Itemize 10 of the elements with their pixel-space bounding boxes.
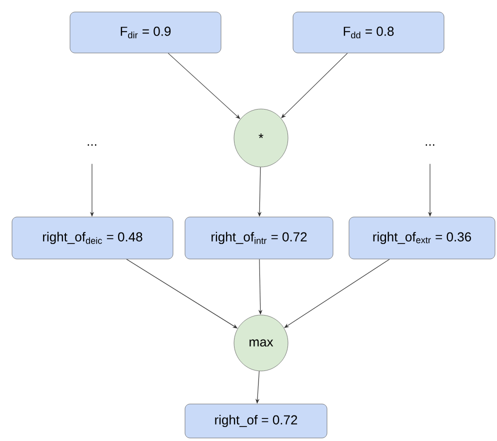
value-box: right_of$_{deic}$ = 0.48 — [12, 216, 174, 260]
arrow — [281, 52, 348, 118]
arrow — [284, 258, 390, 328]
value-box: right_of = 0.72 — [184, 404, 328, 438]
ellipsis-text: ... — [88, 144, 96, 146]
ellipsis-text: ... — [426, 144, 434, 146]
value-box: F$_{dir}$ = 0.9 — [70, 12, 222, 54]
value-box: right_of$_{intr}$ = 0.72 — [184, 216, 334, 260]
value-box: right_of$_{extr}$ = 0.36 — [348, 216, 496, 260]
value-box: F$_{dd}$ = 0.8 — [292, 12, 444, 54]
